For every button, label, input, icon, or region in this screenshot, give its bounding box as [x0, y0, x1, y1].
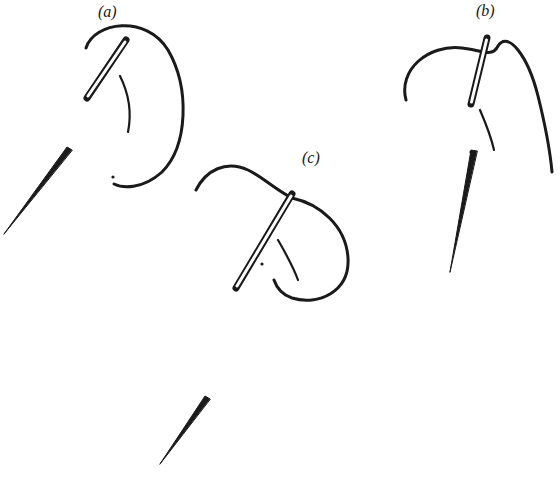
needle-eye-hollow [237, 196, 291, 286]
thread [196, 166, 348, 300]
needle-eye-rod [236, 194, 292, 288]
needle-eye-rod [471, 38, 487, 104]
thread-end [260, 262, 263, 265]
thread-strand [480, 110, 494, 150]
needle-body [450, 150, 477, 272]
figure-label: (c) [302, 150, 320, 166]
needle-eye-hollow [472, 40, 487, 102]
figure-label: (b) [476, 3, 495, 19]
needle-body [160, 396, 210, 464]
thread-strand [120, 76, 130, 132]
needle-eye-rod [87, 40, 126, 98]
needle-sketch-b [405, 38, 552, 272]
needle-body [4, 147, 72, 234]
needle-sketch-c [160, 166, 348, 464]
thread-end [111, 175, 114, 178]
needle-eye-hollow [88, 42, 125, 96]
thread-strand [278, 240, 298, 280]
figure-label: (a) [98, 4, 117, 20]
needle-sketch-a [4, 26, 183, 234]
thread [86, 26, 183, 187]
